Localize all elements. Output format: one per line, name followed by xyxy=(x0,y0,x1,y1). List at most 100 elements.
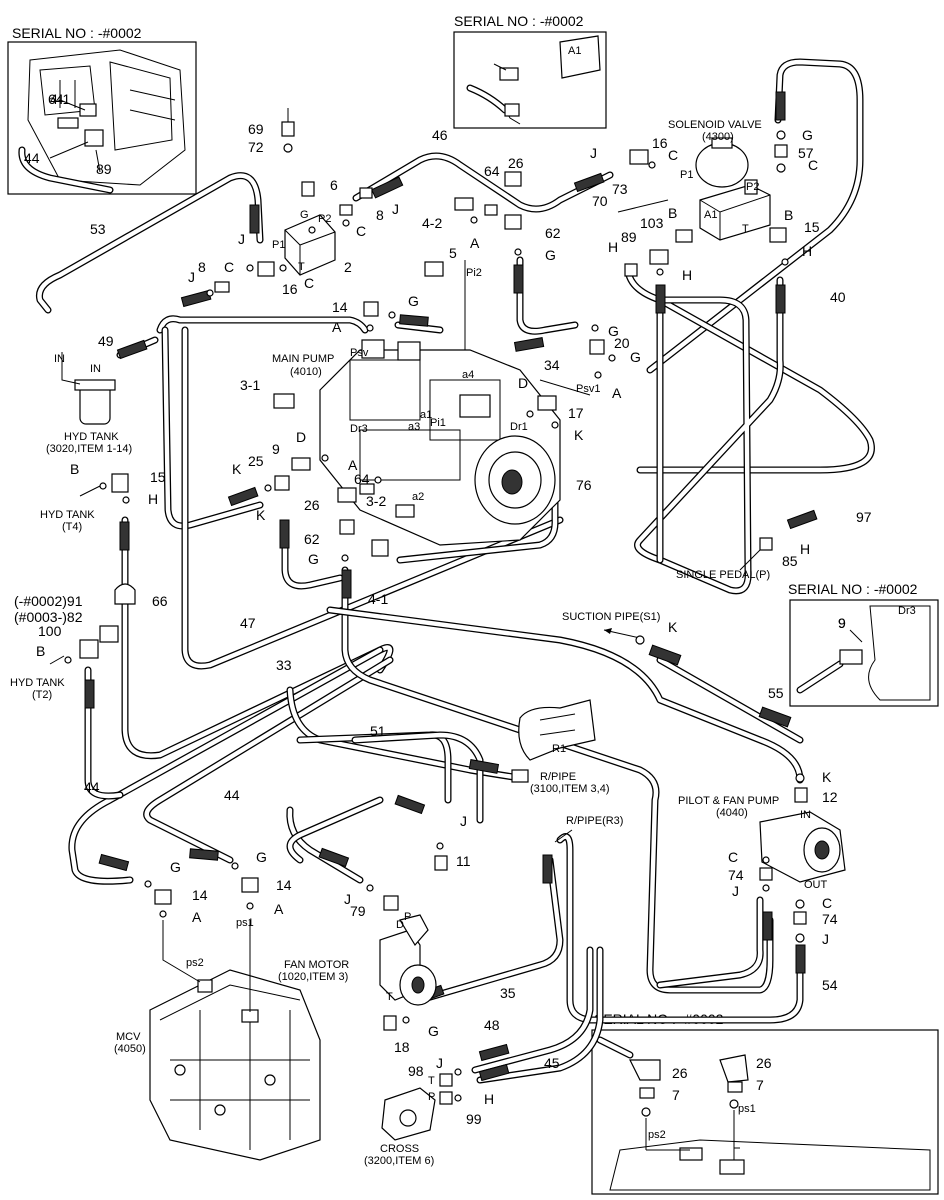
callout-4-2-c19: 4-2 xyxy=(422,215,442,231)
callout-a-c21: A xyxy=(470,235,480,251)
callout-j-c85: J xyxy=(460,813,467,829)
callout-a-c58: A xyxy=(348,457,358,473)
port-a1-top: A1 xyxy=(568,45,581,57)
port-pi1: Pi1 xyxy=(430,417,446,429)
manifold-block-2: P1 P2 G T xyxy=(206,108,373,297)
port-a2: a2 xyxy=(412,491,424,503)
callout-c-c32: C xyxy=(808,157,818,173)
fan-motor: D P T FAN MOTOR (1020,ITEM 3) xyxy=(278,842,448,1031)
hyd-tank-main: IN IN HYD TANK (3020,ITEM 1-14) xyxy=(46,352,132,455)
hyd-tank-t2-code: (T2) xyxy=(32,689,52,701)
suction-pipe-name: SUCTION PIPE(S1) xyxy=(562,611,660,623)
callout-46-c16: 46 xyxy=(432,127,448,143)
callout-49-c15: 49 xyxy=(98,333,114,349)
hose-network xyxy=(35,58,875,1084)
callout-h-c42: H xyxy=(802,243,812,259)
callout-12-c82: 12 xyxy=(822,789,838,805)
callout-c-c8: C xyxy=(304,275,314,291)
callout-89-c37: 89 xyxy=(621,229,637,245)
solenoid-valve-code: (4300) xyxy=(702,131,734,143)
callout-69-c1: 69 xyxy=(248,121,264,137)
fan-motor-label: FAN MOTOR xyxy=(284,959,349,971)
callout-g-c22: G xyxy=(545,247,556,263)
callout-25-c55: 25 xyxy=(248,453,264,469)
port-a1-pump: a1 xyxy=(420,409,432,421)
port-dr1: Dr1 xyxy=(510,421,528,433)
callout-h-c109: H xyxy=(484,1091,494,1107)
serial-note-new: (#0003-)82 xyxy=(14,609,83,625)
callout-85-c75: 85 xyxy=(782,553,798,569)
callout-g-c46: G xyxy=(630,349,641,365)
port-p2: P2 xyxy=(318,213,331,225)
port-t: T xyxy=(298,261,305,273)
callout-d-c49: D xyxy=(518,375,528,391)
port-g: G xyxy=(300,209,309,221)
callout-20-c45: 20 xyxy=(614,335,630,351)
callout-62-c20: 62 xyxy=(545,225,561,241)
cross-code: (3200,ITEM 6) xyxy=(364,1155,434,1167)
callout-4-1-inset: 44 xyxy=(24,150,40,166)
callout-b-c71: B xyxy=(36,643,45,659)
callout-26-c61: 26 xyxy=(304,497,320,513)
callout-7-b: 7 xyxy=(756,1077,764,1093)
callout-9-c54: 9 xyxy=(272,441,280,457)
port-ps1: ps1 xyxy=(236,917,254,929)
callout-j-c93: J xyxy=(344,891,351,907)
callout-47-c72: 47 xyxy=(240,615,256,631)
callout-h-c68: H xyxy=(148,491,158,507)
port-p1: P1 xyxy=(272,239,285,251)
callout-34-c47: 34 xyxy=(544,357,560,373)
callout-k-c56: K xyxy=(232,461,242,477)
port-dr3-box: Dr3 xyxy=(898,605,916,617)
callout-g-c25: G xyxy=(408,293,419,309)
port-psv: Psv xyxy=(350,347,369,359)
callout-k-c57: K xyxy=(256,507,266,523)
port-ps2-b: ps2 xyxy=(648,1129,666,1141)
callout-15-c67: 15 xyxy=(150,469,166,485)
callout-62-inset: 64 xyxy=(48,91,64,107)
callout-g-c63: G xyxy=(308,551,319,567)
callout-74-c99: 74 xyxy=(822,911,838,927)
callout-14-c89: 14 xyxy=(192,887,208,903)
cross: T P CROSS (3200,ITEM 6) xyxy=(364,1068,462,1167)
callout-53-c14: 53 xyxy=(90,221,106,237)
port-in-pump: IN xyxy=(800,809,811,821)
callout-j-c11: J xyxy=(238,231,245,247)
port-in1: IN xyxy=(54,353,65,365)
mcv-code: (4050) xyxy=(114,1043,146,1055)
callout-c-c98: C xyxy=(822,895,832,911)
callout-40-c43: 40 xyxy=(830,289,846,305)
callout-8-c13: 8 xyxy=(198,259,206,275)
callout-9-inset: 9 xyxy=(838,615,846,631)
callout-9-c77: 9 xyxy=(838,615,846,631)
port-r1: R1 xyxy=(552,743,566,755)
callout-6-c3: 6 xyxy=(330,177,338,193)
port-t2: T xyxy=(742,223,749,235)
port-t-fan: T xyxy=(386,991,393,1003)
callout-k-c81: K xyxy=(822,769,832,785)
callout-44-inset: 89 xyxy=(96,161,112,177)
callout-c-c29: C xyxy=(668,147,678,163)
port-t-cross: T xyxy=(428,1075,435,1087)
callout-d-c53: D xyxy=(296,429,306,445)
callout-b-c66: B xyxy=(70,461,79,477)
r-pipe-label: R/PIPE xyxy=(540,771,576,783)
main-pump: Psv Dr3 Pi1 a1 a3 a2 a4 Dr1 Psv1 Pi2 MAI… xyxy=(264,171,616,562)
callout-7-a: 7 xyxy=(672,1087,680,1103)
single-pedal-name: SINGLE PEDAL(P) xyxy=(676,569,770,581)
callout-g-c87: G xyxy=(170,859,181,875)
callout-c-c6: C xyxy=(356,223,366,239)
callout-72-c2: 72 xyxy=(248,139,264,155)
serial-box-bottom-right: SERIAL NO : -#0002 26 26 7 7 ps2 ps1 xyxy=(591,1011,939,1195)
callout-26-b: 26 xyxy=(756,1055,772,1071)
hose-sleeves xyxy=(84,91,818,1082)
pilot-fan-pump: IN OUT PILOT & FAN PUMP (4040) xyxy=(678,773,846,943)
callout-26-c18: 26 xyxy=(508,155,524,171)
port-dr3: Dr3 xyxy=(350,423,368,435)
port-a4: a4 xyxy=(462,369,474,381)
callout-44-c83: 44 xyxy=(84,779,100,795)
callout-j-c12: J xyxy=(188,269,195,285)
serial-note-old: (-#0002)91 xyxy=(14,593,83,609)
callout-g-c44: G xyxy=(608,323,619,339)
